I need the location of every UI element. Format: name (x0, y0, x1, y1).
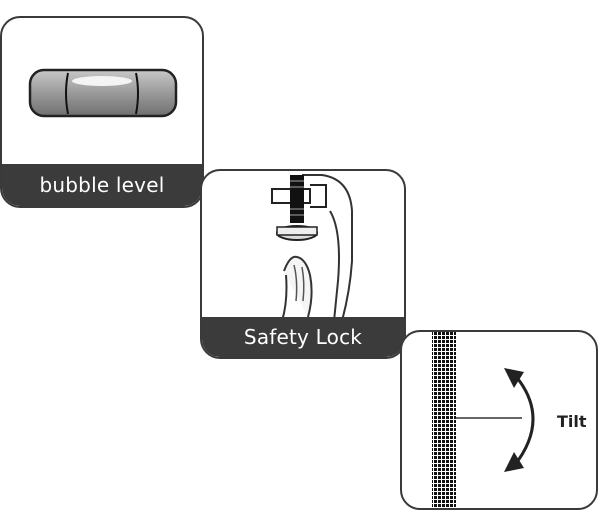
safety-lock-icon (271, 174, 353, 321)
bubble-level-panel: bubble level (0, 16, 204, 208)
tilt-arrow-down-icon (504, 452, 524, 472)
screen-edge-pattern (432, 332, 456, 508)
tilt-diagram (432, 332, 535, 508)
tilt-panel: Tilt (400, 330, 598, 510)
bubble-level-caption: bubble level (2, 164, 202, 206)
safety-lock-caption: Safety Lock (202, 317, 404, 357)
bubble-level-icon (28, 68, 178, 118)
tilt-label: Tilt (557, 412, 587, 431)
safety-lock-panel: Safety Lock (200, 169, 406, 359)
tilt-arrow-up-icon (504, 368, 524, 388)
